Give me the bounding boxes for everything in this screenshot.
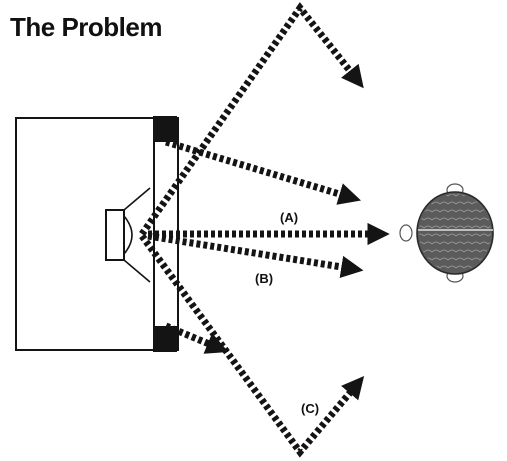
- baffle-edge-top: [153, 116, 177, 142]
- ear-left: [400, 225, 412, 241]
- listener-head: [400, 184, 493, 282]
- label-b: (B): [255, 271, 273, 286]
- speaker-cabinet: [16, 116, 178, 352]
- edge-diffraction-upper: [166, 142, 346, 196]
- head-hair-texture: [419, 194, 491, 272]
- cabinet-box: [16, 118, 154, 350]
- label-a: (A): [280, 210, 298, 225]
- driver-magnet: [106, 210, 124, 260]
- label-c: (C): [301, 401, 319, 416]
